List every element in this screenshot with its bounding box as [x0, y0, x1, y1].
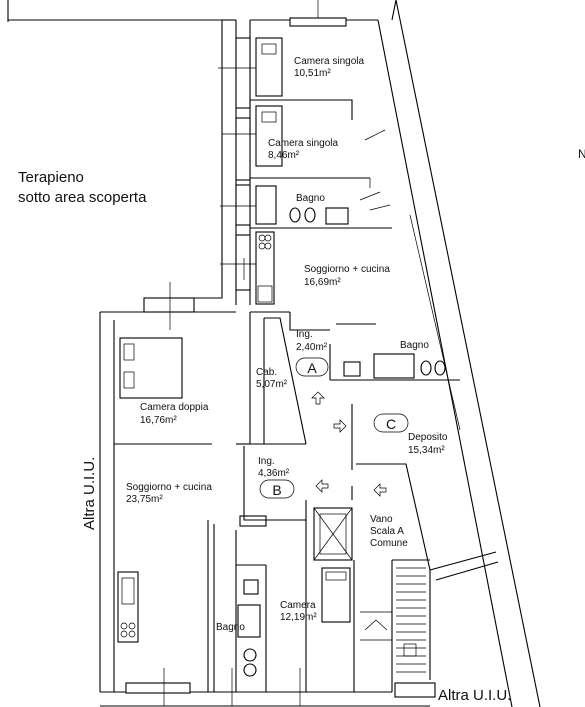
outer-walls: [7, 0, 541, 707]
room-bagno-top: Bagno: [296, 193, 325, 204]
flow-arrows: [311, 391, 387, 497]
leader-lines: [163, 0, 319, 706]
unit-tag-b: B: [259, 479, 295, 499]
svg-text:4,36m²: 4,36m²: [258, 468, 290, 479]
svg-text:C: C: [386, 416, 396, 432]
svg-text:12,19m²: 12,19m²: [280, 612, 317, 623]
svg-text:23,75m²: 23,75m²: [126, 494, 163, 505]
svg-text:16,69m²: 16,69m²: [304, 277, 341, 288]
svg-text:15,34m²: 15,34m²: [408, 445, 445, 456]
svg-text:5,07m²: 5,07m²: [256, 379, 288, 390]
svg-text:Camera doppia: Camera doppia: [140, 402, 209, 413]
room-deposito: Deposito 15,34m²: [408, 432, 448, 456]
unit-tag-c: C: [373, 413, 409, 433]
unit-b-walls: [114, 312, 355, 692]
svg-text:2,40m²: 2,40m²: [296, 342, 328, 353]
room-camera-singola-1: Camera singola 10,51m²: [294, 56, 364, 79]
room-camera-bottom: Camera 12,19m²: [280, 600, 317, 623]
svg-text:Bagno: Bagno: [400, 340, 429, 351]
svg-text:Soggiorno + cucina: Soggiorno + cucina: [304, 264, 390, 275]
room-vano-scala: Vano Scala A Comune: [370, 514, 408, 549]
room-bagno-bottom: Bagno: [216, 622, 245, 633]
svg-text:Cab.: Cab.: [256, 367, 277, 378]
svg-text:Bagno: Bagno: [216, 622, 245, 633]
terrapieno-label-line1: Terapieno: [18, 169, 84, 186]
room-bagno-a: Bagno: [400, 340, 429, 351]
svg-text:Bagno: Bagno: [296, 193, 325, 204]
edge-letter-label: N: [578, 147, 585, 161]
altra-uiu-left-label: Altra U.I.U.: [81, 457, 98, 530]
room-soggiorno-cucina-top: Soggiorno + cucina 16,69m²: [304, 264, 390, 288]
room-camera-doppia: Camera doppia 16,76m²: [140, 402, 209, 426]
svg-text:Ing.: Ing.: [296, 329, 313, 340]
unit-a-walls: [235, 37, 460, 381]
svg-text:8,46m²: 8,46m²: [268, 150, 300, 161]
svg-text:B: B: [272, 482, 281, 498]
unit-tag-a: A: [295, 357, 329, 377]
room-cabina: Cab. 5,07m²: [256, 367, 288, 390]
svg-text:Camera singola: Camera singola: [294, 56, 364, 67]
svg-text:16,76m²: 16,76m²: [140, 415, 177, 426]
svg-text:10,51m²: 10,51m²: [294, 68, 331, 79]
terrapieno-label-line2: sotto area scoperta: [18, 189, 147, 206]
svg-text:Camera: Camera: [280, 600, 316, 611]
altra-uiu-bottom-label: Altra U.I.U.: [438, 687, 511, 704]
svg-text:Comune: Comune: [370, 538, 408, 549]
svg-text:Vano: Vano: [370, 514, 393, 525]
room-soggiorno-cucina-bottom: Soggiorno + cucina 23,75m²: [126, 482, 212, 505]
svg-text:Deposito: Deposito: [408, 432, 448, 443]
stair-treads: [396, 567, 426, 673]
svg-text:Soggiorno + cucina: Soggiorno + cucina: [126, 482, 212, 493]
svg-text:Scala A: Scala A: [370, 526, 404, 537]
room-ingresso-b: Ing. 4,36m²: [258, 456, 290, 479]
stair-core: [313, 404, 499, 692]
svg-text:A: A: [307, 360, 317, 376]
svg-text:Ing.: Ing.: [258, 456, 275, 467]
room-camera-singola-2: Camera singola 8,46m²: [268, 138, 338, 161]
svg-text:Camera singola: Camera singola: [268, 138, 338, 149]
room-ingresso-a: Ing. 2,40m²: [296, 329, 328, 353]
